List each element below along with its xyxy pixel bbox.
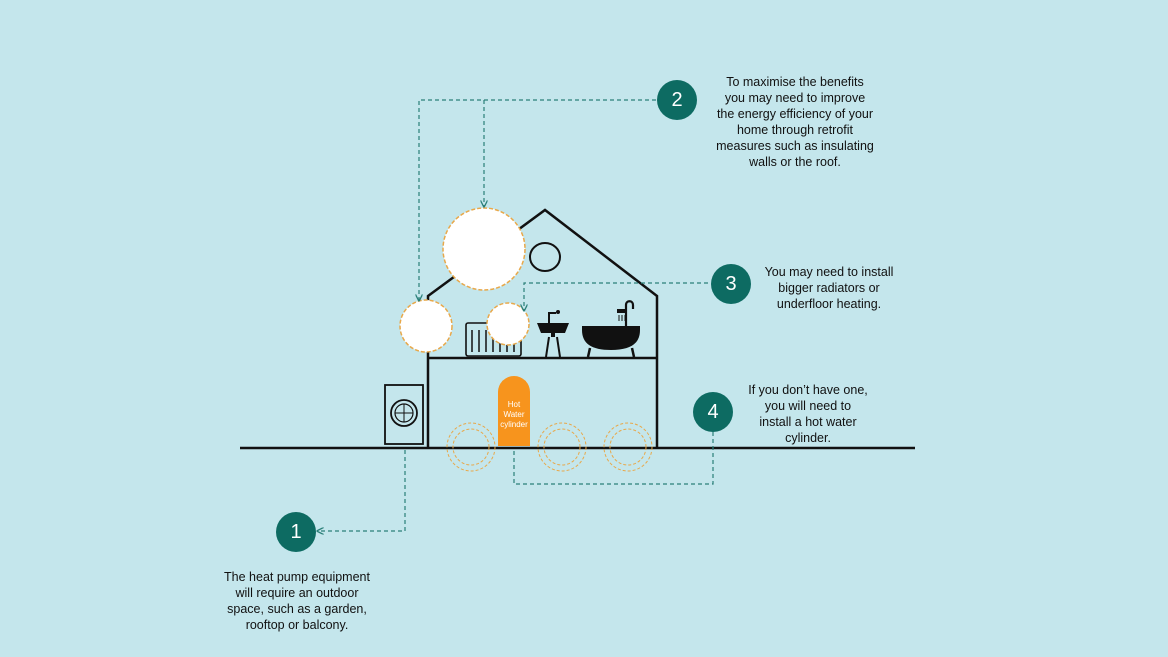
sink-icon [537, 310, 569, 358]
underfloor-heating-rings [446, 422, 653, 472]
callout-badge-4: 4 [693, 392, 733, 432]
wall-insulation-highlight [399, 299, 453, 353]
callout-text-4: If you don’t have one, you will need to … [748, 383, 868, 445]
connector-2-wall [419, 99, 656, 300]
hot-water-cylinder-icon [498, 376, 530, 446]
heat-pump-icon [384, 384, 424, 445]
radiator-highlight [486, 302, 530, 346]
roof-insulation-highlight [442, 207, 526, 291]
attic-window [529, 242, 561, 272]
callout-text-3: You may need to install bigger radiators… [764, 265, 894, 311]
callout-badge-2: 2 [657, 80, 697, 120]
bathtub-icon [582, 300, 640, 358]
connector-1 [318, 450, 406, 531]
connector-4 [513, 432, 714, 485]
callout-text-1: The heat pump equipment will require an … [224, 570, 370, 632]
connector-3 [524, 282, 708, 310]
callout-badge-1: 1 [276, 512, 316, 552]
callout-text-2: To maximise the benefits you may need to… [716, 75, 874, 169]
callout-badge-3: 3 [711, 264, 751, 304]
cylinder-label: Hot Water cylinder [500, 400, 528, 429]
